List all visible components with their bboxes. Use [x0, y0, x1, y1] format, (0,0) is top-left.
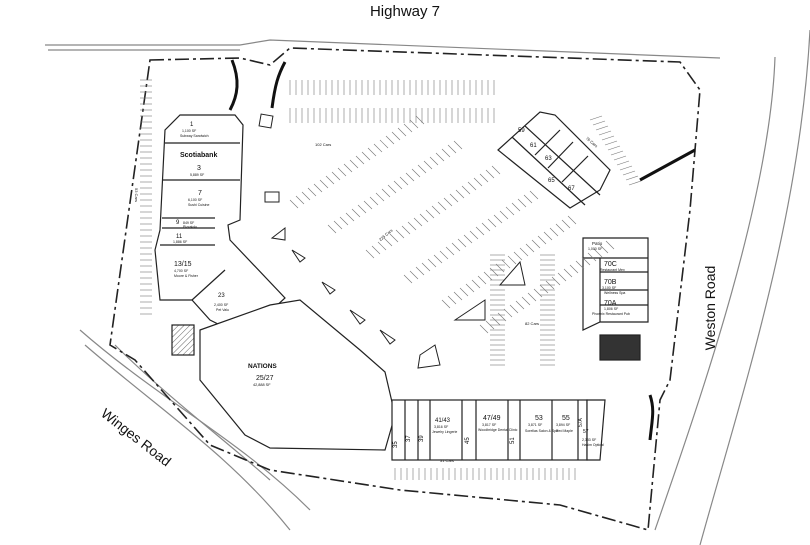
- unit-70b-id: 70B: [604, 279, 617, 286]
- unit-13-15-id: 13/15: [174, 261, 192, 268]
- property-boundary: [109, 47, 701, 532]
- driveways: [228, 59, 696, 441]
- unit-70c-tenant: Restaurant Mex: [600, 268, 625, 272]
- unit-57a-id: 57A: [578, 417, 584, 427]
- parking-north-count: 102 Cars: [315, 142, 331, 147]
- unit-25-27-id: 25/27: [256, 375, 274, 382]
- unit-59-id: 59: [518, 128, 525, 134]
- unit-37-id: 37: [406, 435, 412, 442]
- unit-47-49-tenant: Woodbridge Dental Clinic: [478, 428, 518, 432]
- unit-7-sf: 6,100 SF: [188, 198, 202, 202]
- unit-9-tenant: Pizzaiolo: [183, 225, 197, 229]
- unit-55-sf: 3,894 SF: [556, 423, 570, 427]
- unit-70a-sf: 1,806 SF: [604, 307, 618, 311]
- unit-25-27-sf: 42,888 SF: [253, 383, 271, 387]
- unit-65-id: 65: [548, 178, 555, 184]
- bank-logo: Scotiabank: [180, 152, 217, 159]
- unit-9-sf: 849 SF: [183, 221, 194, 225]
- unit-patio-id: Patio: [592, 241, 603, 246]
- unit-70a-tenant: Phoenix Restaurant Pub: [592, 312, 630, 316]
- unit-47-49-id: 47/49: [483, 415, 501, 422]
- unit-1-id: 1: [190, 122, 194, 128]
- highway-label: Highway 7: [369, 3, 441, 20]
- unit-41-43-tenant: Jewelry Lingerie: [432, 430, 457, 434]
- east-retail-building: [582, 237, 649, 361]
- unit-63-id: 63: [545, 156, 552, 162]
- parking-west-count: 53 Cars: [134, 188, 139, 202]
- unit-1-tenant: Subway Sandwich: [180, 134, 209, 138]
- anchor-grocery-building: [171, 299, 396, 451]
- unit-23-sf: 2,400 SF: [214, 303, 228, 307]
- unit-7-tenant: Sushi Cuisine: [188, 203, 209, 207]
- unit-41-43-id: 41/43: [435, 418, 451, 424]
- unit-3-id: 3: [197, 165, 201, 172]
- unit-55-id: 55: [562, 415, 570, 422]
- unit-23-tenant: Pet Valu: [216, 308, 229, 312]
- unit-51-id: 51: [510, 437, 516, 444]
- unit-53-id: 53: [535, 415, 543, 422]
- unit-39-id: 39: [419, 435, 425, 442]
- unit-61-id: 61: [530, 143, 537, 149]
- unit-70b-tenant: Wellness Spa: [604, 291, 625, 295]
- unit-55-tenant: Red Maple: [556, 429, 573, 433]
- unit-41-43-sf: 3,816 SF: [434, 425, 448, 429]
- unit-23-id: 23: [218, 293, 225, 299]
- unit-57-tenant: Hakim Optical: [582, 443, 604, 447]
- south-retail-strip: [391, 399, 606, 461]
- parking-stalls: [140, 79, 642, 480]
- unit-11-id: 11: [176, 234, 183, 240]
- unit-47-49-sf: 3,817 SF: [482, 423, 496, 427]
- unit-70c-id: 70C: [604, 261, 617, 268]
- parking-center-count: 225 Cars: [378, 228, 394, 242]
- unit-57-sf: 2,333 SF: [582, 438, 596, 442]
- unit-13-15-sf: 4,700 SF: [174, 269, 188, 273]
- parking-east-count: 82 Cars: [525, 321, 539, 326]
- northeast-retail-building: [497, 111, 611, 209]
- unit-3-sf: 5,889 SF: [190, 173, 204, 177]
- unit-53-sf: 3,871 SF: [528, 423, 542, 427]
- unit-13-15-tenant: Moore & Fisher: [174, 274, 199, 278]
- unit-45-id: 45: [465, 437, 471, 444]
- unit-9-id: 9: [176, 220, 180, 226]
- parking-south-count: 51 Cars: [440, 458, 454, 463]
- roads: [45, 29, 810, 545]
- unit-1-sf: 1,100 SF: [182, 129, 196, 133]
- unit-70b-sf: 3,100 SF: [602, 286, 616, 290]
- unit-67-id: 67: [568, 186, 575, 192]
- unit-patio-sf: 1,000 SF: [588, 247, 602, 251]
- grocery-logo: NATIONS: [248, 363, 277, 370]
- unit-57-id: 57: [583, 429, 589, 435]
- unit-11-sf: 1,886 SF: [173, 240, 187, 244]
- parking-islands: [258, 113, 526, 369]
- parking-northeast-count: 76 Cars: [585, 136, 599, 149]
- unit-7-id: 7: [198, 190, 202, 197]
- unit-35-id: 35: [393, 441, 399, 448]
- unit-70a-id: 70A: [604, 300, 617, 307]
- unit-53-tenant: Sorellas Salon & Spa: [525, 429, 558, 433]
